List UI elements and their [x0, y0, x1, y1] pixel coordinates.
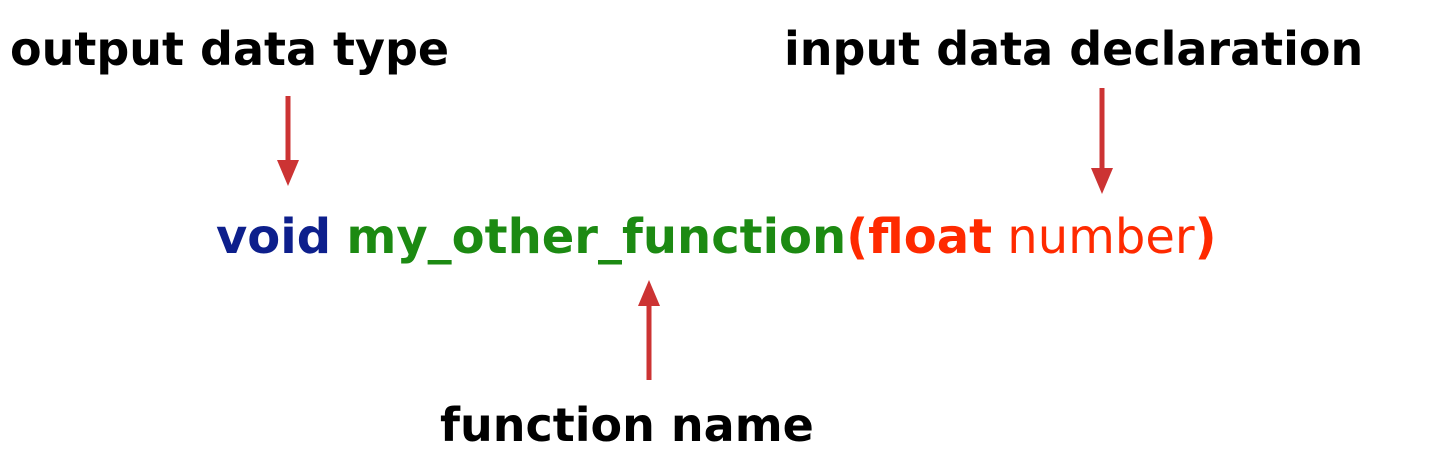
input-data-declaration-label: input data declaration	[784, 22, 1364, 76]
param-name-token: number	[1007, 209, 1195, 265]
open-paren-token: (	[846, 209, 869, 265]
param-type-token: float	[868, 209, 993, 265]
space-token	[331, 209, 346, 265]
function-name-token: my_other_function	[346, 209, 847, 265]
close-paren-token: )	[1194, 209, 1217, 265]
input-declaration-arrow	[1091, 88, 1113, 194]
output-type-arrow	[277, 96, 299, 186]
output-data-type-label: output data type	[10, 22, 450, 76]
space-token	[992, 209, 1007, 265]
function-name-arrow	[638, 280, 660, 380]
return-type-token: void	[216, 209, 332, 265]
function-name-label: function name	[440, 398, 814, 452]
function-signature: void my_other_function(float number)	[216, 213, 1217, 261]
